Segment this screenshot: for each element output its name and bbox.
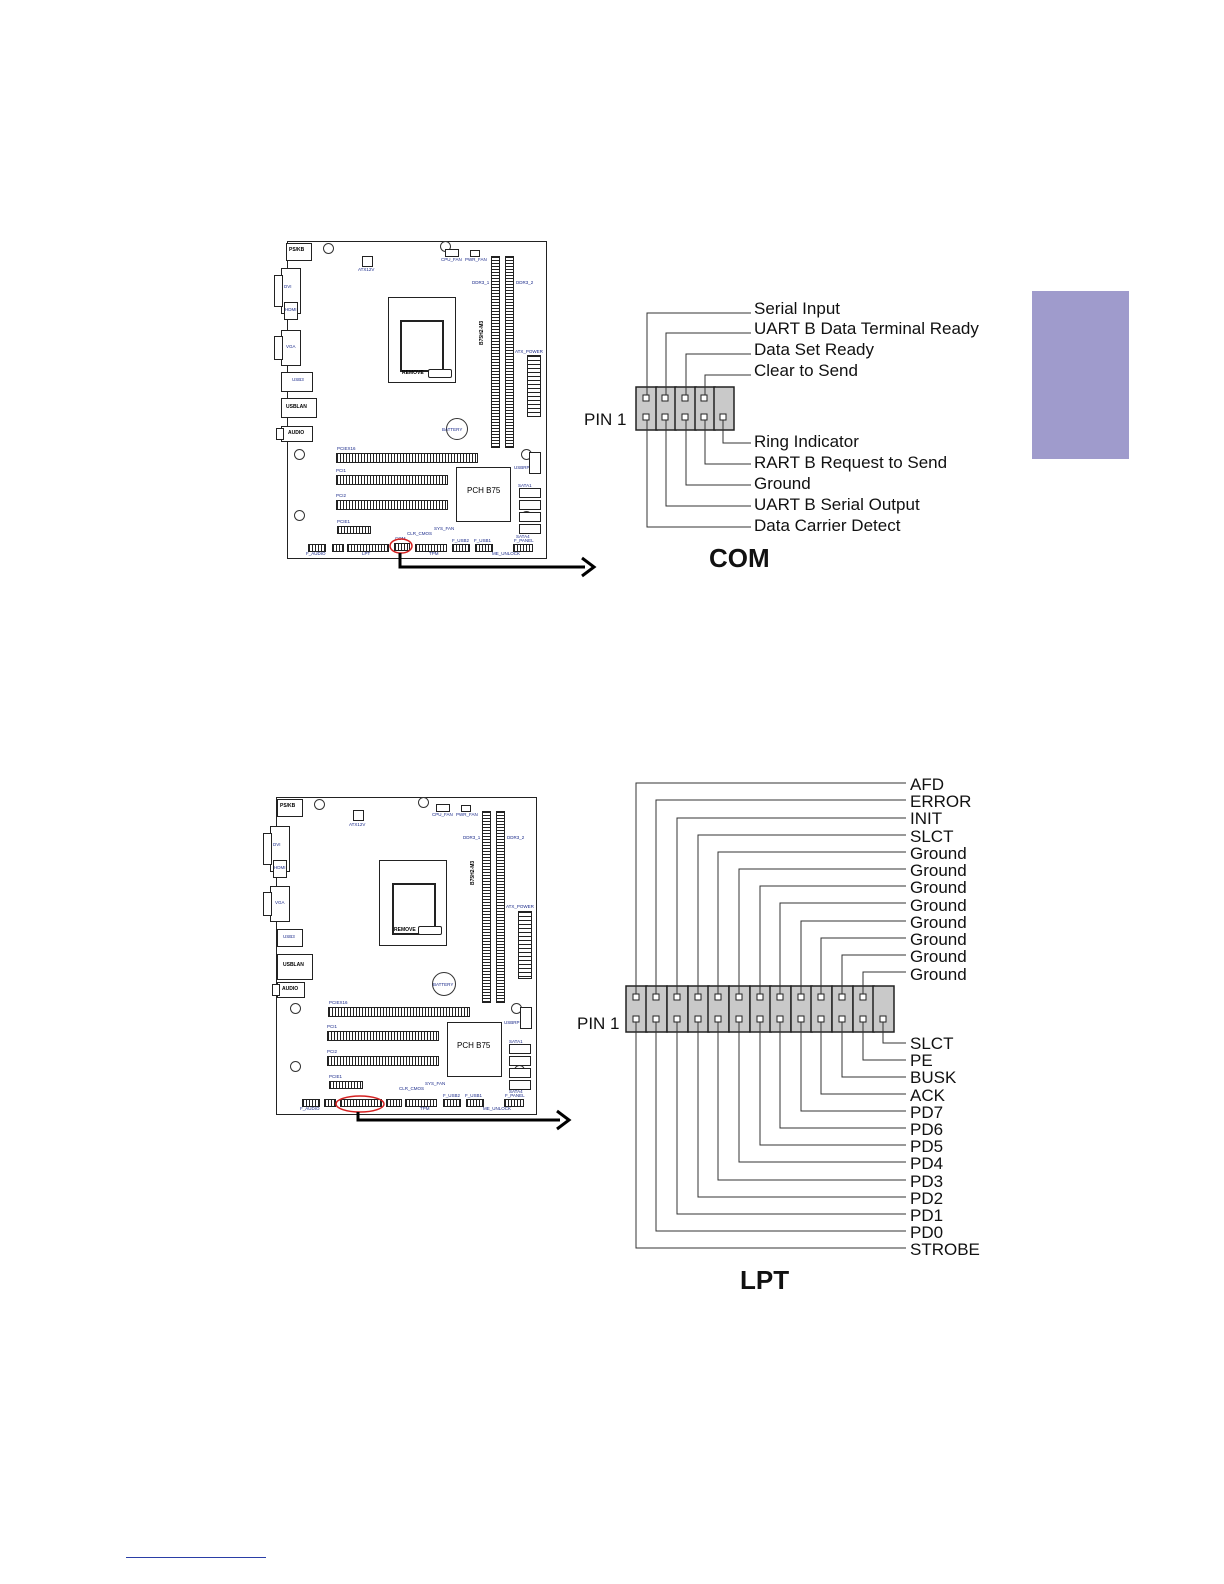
- lpt-leader-lines: [635, 782, 906, 1249]
- lpt-pin-label: ACK: [910, 1086, 945, 1105]
- lpt-pin-label: SLCT: [910, 827, 954, 846]
- lpt-pin-label: INIT: [910, 809, 943, 828]
- lpt-pin-label: PD6: [910, 1120, 944, 1139]
- lpt-pin-label: AFD: [910, 775, 944, 794]
- lpt-pin-label: Ground: [910, 861, 967, 880]
- com-pin1-label: PIN 1: [584, 410, 627, 429]
- com-pin-label: Serial Input: [754, 299, 840, 318]
- lpt-pin-label: SLCT: [910, 1034, 954, 1053]
- com-pin-label: Clear to Send: [754, 361, 858, 380]
- com-pin-label: Ring Indicator: [754, 432, 859, 451]
- com-pin-label: UART B Serial Output: [754, 495, 920, 514]
- lpt-pin1-label: PIN 1: [577, 1014, 620, 1033]
- com-pin-label: Data Carrier Detect: [754, 516, 901, 535]
- com-pin-label: RART B Request to Send: [754, 453, 948, 472]
- lpt-pin-label: Ground: [910, 913, 967, 932]
- lpt-pin-label: PD0: [910, 1223, 944, 1242]
- lpt-pin-label: BUSK: [910, 1068, 957, 1087]
- lpt-pin-label: PD1: [910, 1206, 944, 1225]
- lpt-pin-label: ERROR: [910, 792, 972, 811]
- lpt-pin-label: STROBE: [910, 1240, 980, 1259]
- com-leader-lines: [646, 312, 751, 528]
- lpt-pin-label: Ground: [910, 965, 967, 984]
- lpt-pin-label: Ground: [910, 878, 967, 897]
- lpt-pin-label: PD5: [910, 1137, 944, 1156]
- com-pin-label: Data Set Ready: [754, 340, 875, 359]
- chapter-side-tab: [1032, 291, 1129, 459]
- com-pin-label: Ground: [754, 474, 811, 493]
- lpt-pin-label: PD7: [910, 1103, 944, 1122]
- com-pin-label: UART B Data Terminal Ready: [754, 319, 979, 338]
- lpt-pin-label: Ground: [910, 930, 967, 949]
- lpt-pin-label: PE: [910, 1051, 933, 1070]
- com-title: COM: [709, 543, 770, 573]
- lpt-pin-label: PD2: [910, 1189, 944, 1208]
- lpt-pin-label: Ground: [910, 896, 967, 915]
- footer-rule: [126, 1557, 266, 1558]
- lpt-pin-label: Ground: [910, 947, 967, 966]
- lpt-title: LPT: [740, 1265, 790, 1295]
- lpt-pin-label: PD4: [910, 1154, 944, 1173]
- lpt-header-pins: [625, 985, 895, 1033]
- lpt-pin-label: Ground: [910, 844, 967, 863]
- lpt-pin-label: PD3: [910, 1172, 944, 1191]
